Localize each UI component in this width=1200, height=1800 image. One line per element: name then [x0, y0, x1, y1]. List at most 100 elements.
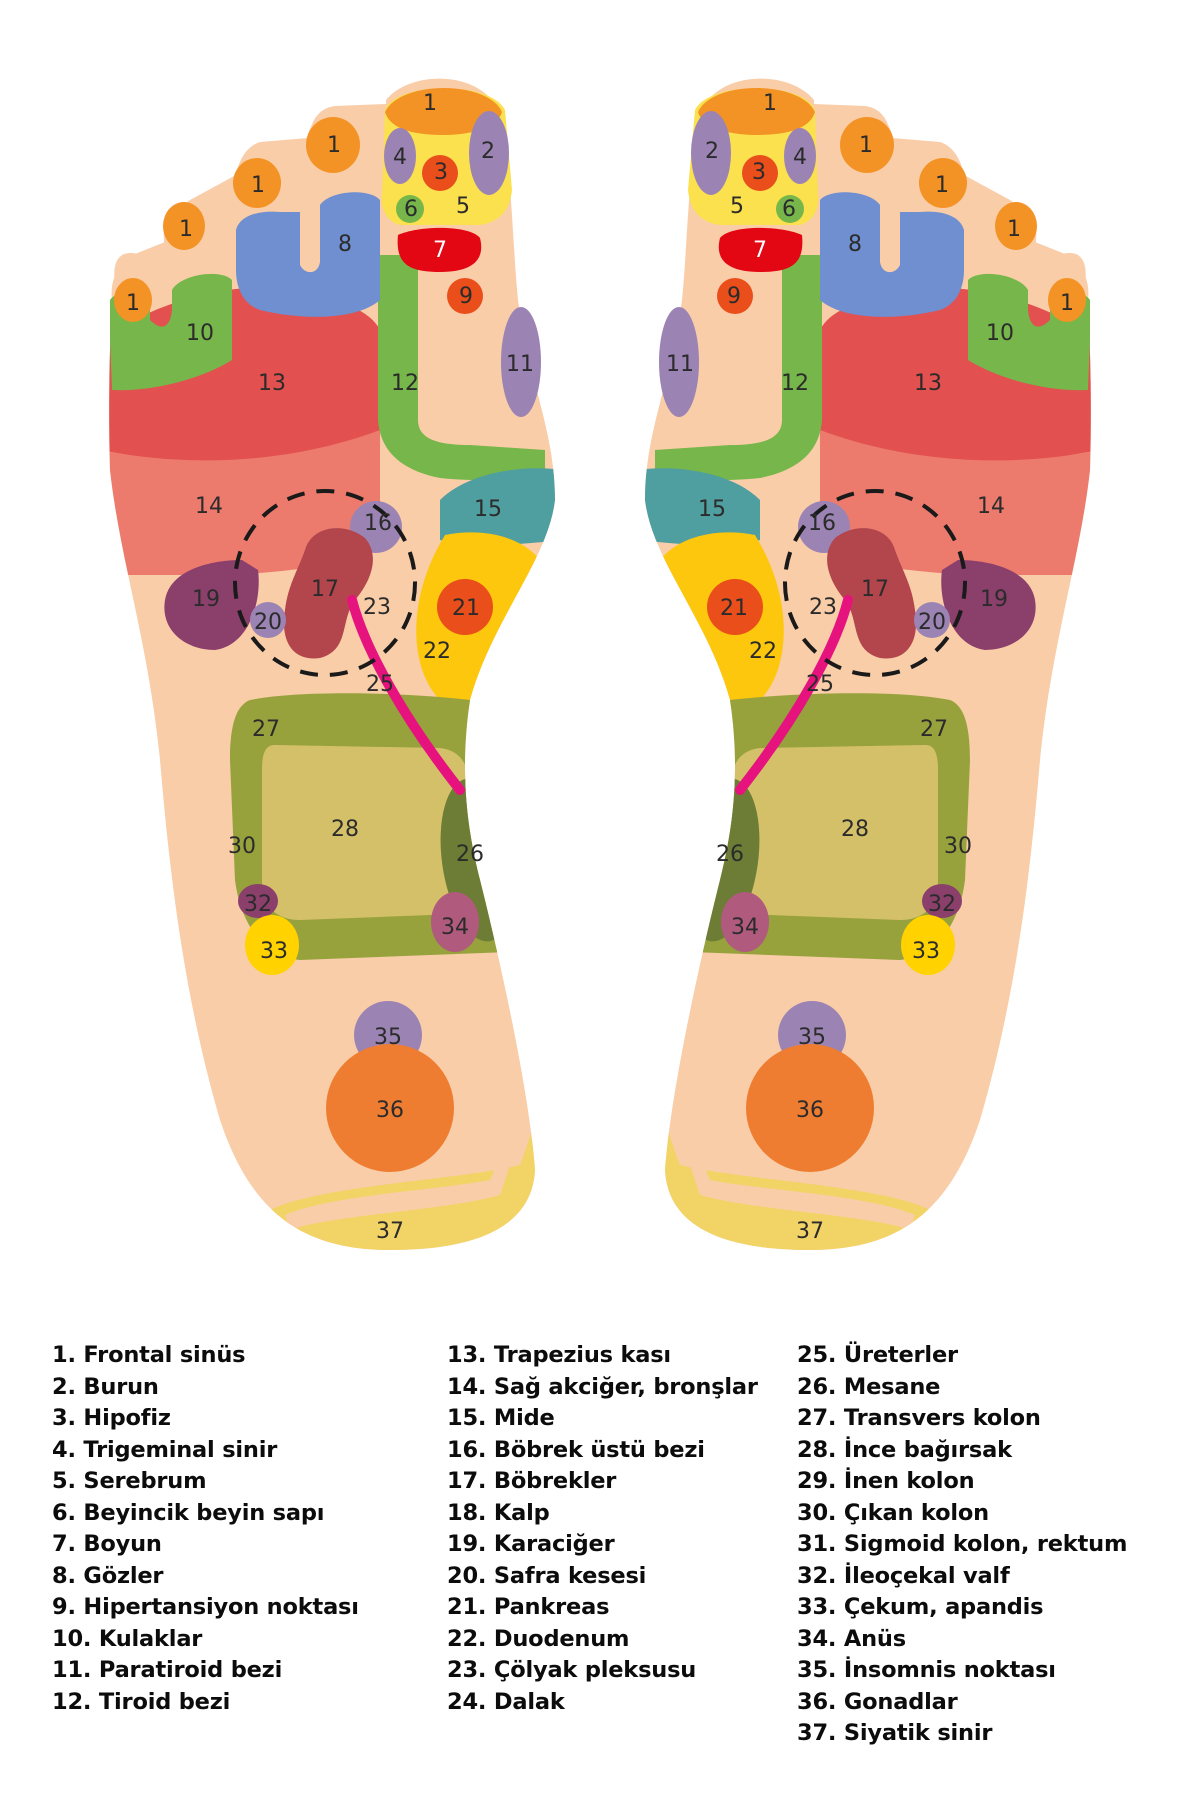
zone-1-frontal-sinus-bigtoe	[698, 88, 815, 135]
label-1: 1	[935, 173, 949, 198]
zone-23-celiac-plexus-outline	[233, 489, 417, 677]
legend-item: 4. Trigeminal sinir	[52, 1436, 278, 1463]
zone-25-ureter	[735, 595, 853, 795]
zone-33-cecum	[901, 915, 955, 975]
label-10: 10	[186, 321, 214, 346]
zone-2-nose	[691, 111, 731, 195]
zone-1-frontal-sinus-toe5	[1048, 278, 1086, 322]
legend-item: 9. Hipertansiyon noktası	[52, 1594, 359, 1620]
zone-1-frontal-sinus-bigtoe	[385, 88, 502, 135]
zone-15-stomach	[645, 468, 760, 545]
legend-item: 23. Çölyak pleksusu	[447, 1657, 697, 1683]
label-2: 2	[705, 139, 719, 164]
label-5: 5	[456, 194, 470, 219]
legend-item: 14. Sağ akciğer, bronşlar	[447, 1373, 758, 1400]
label-8: 8	[848, 232, 862, 257]
label-6: 6	[782, 197, 796, 222]
zone-12-thyroid	[378, 255, 545, 481]
legend-item: 3. Hipofiz	[52, 1405, 171, 1431]
legend-item: 8. Gözler	[52, 1562, 164, 1589]
zone-1-frontal-sinus-toe4	[163, 202, 205, 250]
label-32: 32	[928, 892, 956, 917]
legend-column-2: 13. Trapezius kası 14. Sağ akciğer, bronş…	[447, 1340, 797, 1750]
legend-item: 28. İnce bağırsak	[797, 1436, 1012, 1463]
zone-8-eyes	[820, 192, 964, 317]
label-16: 16	[364, 511, 392, 536]
label-6: 6	[404, 197, 418, 222]
label-16: 16	[808, 511, 836, 536]
label-1: 1	[251, 173, 265, 198]
legend-item: 13. Trapezius kası	[447, 1342, 671, 1368]
zone-36-gonads	[326, 1044, 454, 1172]
label-1: 1	[179, 217, 193, 242]
legend-item: 34. Anüs	[797, 1625, 906, 1652]
label-32: 32	[244, 892, 272, 917]
legend-item: 12. Tiroid bezi	[52, 1688, 231, 1715]
label-36: 36	[796, 1098, 824, 1123]
label-30: 30	[944, 834, 972, 859]
label-19: 19	[980, 587, 1008, 612]
label-5: 5	[730, 194, 744, 219]
label-1: 1	[763, 91, 777, 116]
label-20: 20	[918, 610, 946, 635]
legend-item: 19. Karaciğer	[447, 1531, 615, 1557]
legend-item: 31. Sigmoid kolon, rektum	[797, 1531, 1128, 1557]
label-35: 35	[798, 1025, 826, 1050]
label-4: 4	[393, 145, 407, 170]
label-1: 1	[1060, 291, 1074, 316]
label-12: 12	[391, 371, 419, 396]
label-10: 10	[986, 321, 1014, 346]
label-17: 17	[861, 577, 889, 602]
zone-14-lung	[820, 430, 1091, 575]
zone-21-pancreas	[437, 579, 493, 635]
legend-item: 27. Transvers kolon	[797, 1405, 1041, 1431]
zone-23-celiac-plexus-outline	[783, 489, 967, 677]
zone-28-small-intestine	[262, 745, 470, 920]
zone-37-sciatic-inner	[285, 1100, 520, 1230]
zone-1-frontal-sinus-toe3	[233, 158, 281, 208]
zone-6-cerebellum	[396, 195, 424, 223]
zone-15-stomach	[440, 468, 555, 545]
legend-item: 32. İleoçekal valf	[797, 1562, 1010, 1589]
left-foot: 1 1 1 1 1 2 3 4 5 6 7 8 9 10 11 12 13 14…	[109, 78, 555, 1251]
foot-reflexology-diagram: 1 1 1 1 1 2 3 4 5 6 7 8 9 10 11 12 13 14…	[109, 78, 1091, 1251]
zone-8-eyes	[236, 192, 380, 317]
zone-32-ileocecal	[922, 884, 962, 918]
label-7: 7	[753, 238, 767, 263]
label-1: 1	[126, 291, 140, 316]
zone-4-trigeminal	[784, 128, 816, 184]
legend-item: 24. Dalak	[447, 1688, 565, 1715]
label-27: 27	[252, 717, 280, 742]
label-20: 20	[254, 610, 282, 635]
label-23: 23	[363, 595, 391, 620]
legend-item: 6. Beyincik beyin sapı	[52, 1499, 325, 1526]
label-21: 21	[720, 596, 748, 621]
label-33: 33	[260, 939, 288, 964]
zone-9-hypertension	[717, 278, 753, 314]
zone-1-frontal-sinus-toe3	[919, 158, 967, 208]
label-15: 15	[698, 497, 726, 522]
label-37: 37	[376, 1219, 404, 1244]
zone-11-parathyroid	[659, 307, 699, 417]
zone-6-cerebellum	[776, 195, 804, 223]
label-1: 1	[859, 133, 873, 158]
zone-20-gallbladder	[250, 602, 286, 638]
legend-item: 10. Kulaklar	[52, 1625, 203, 1652]
legend-item: 30. Çıkan kolon	[797, 1499, 989, 1526]
zone-4-trigeminal	[384, 128, 416, 184]
zone-7-neck	[397, 227, 482, 272]
label-22: 22	[423, 639, 451, 664]
label-26: 26	[716, 842, 744, 867]
label-21: 21	[452, 596, 480, 621]
label-11: 11	[666, 352, 694, 377]
legend-item: 11. Paratiroid bezi	[52, 1657, 283, 1683]
legend-item: 5. Serebrum	[52, 1468, 207, 1494]
label-34: 34	[441, 915, 469, 940]
label-36: 36	[376, 1098, 404, 1123]
zone-2-nose	[469, 111, 509, 195]
legend-item: 2. Burun	[52, 1373, 159, 1400]
label-27: 27	[920, 717, 948, 742]
label-22: 22	[749, 639, 777, 664]
